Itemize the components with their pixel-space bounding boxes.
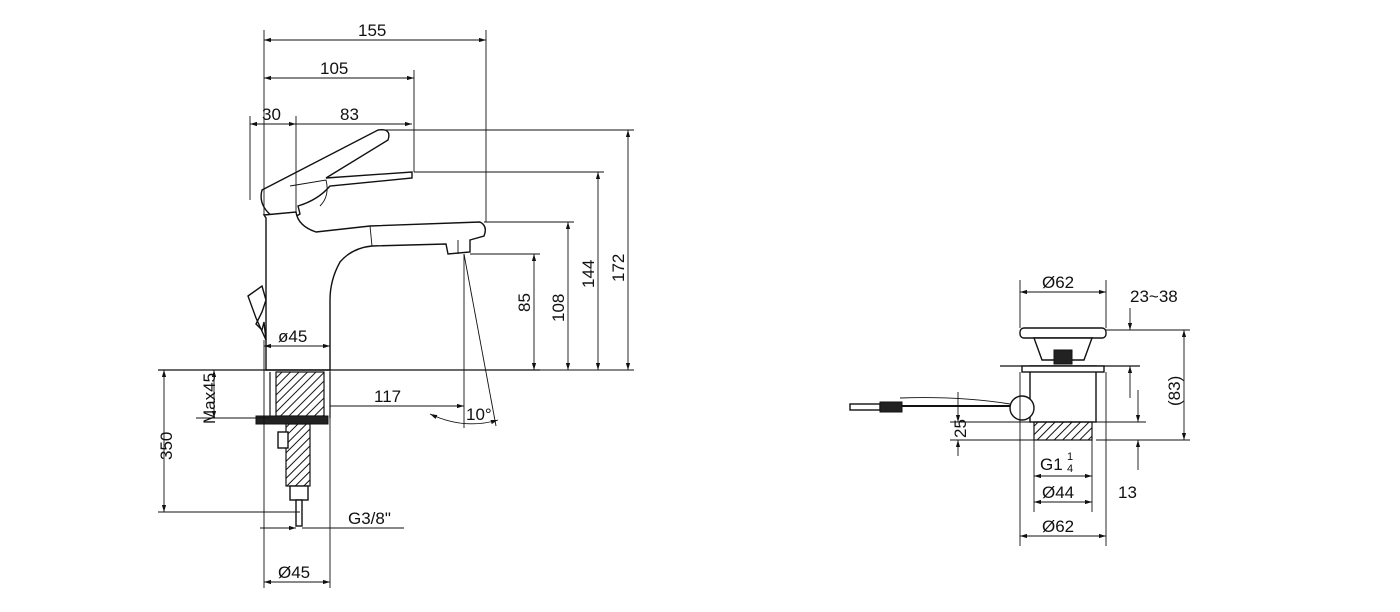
drain-dim-25: 25 <box>951 419 970 438</box>
faucet-body <box>262 211 487 371</box>
faucet-drawing: 155 105 30 83 172 144 108 85 ø45 <box>157 21 634 588</box>
faucet-handle <box>260 129 413 220</box>
drain-dim-mid-dia: Ø44 <box>1042 483 1074 502</box>
drain-dim-range: 23~38 <box>1130 287 1178 306</box>
dim-117: 117 <box>374 387 401 406</box>
dim-max45: Max45 <box>200 373 219 424</box>
drain-dim-top-dia: Ø62 <box>1042 273 1074 292</box>
drain-dim-thread-main: G1 <box>1040 455 1063 474</box>
dim-bottom-dia: Ø45 <box>278 563 310 582</box>
drain-dim-bottom-dia: Ø62 <box>1042 517 1074 536</box>
faucet-shank <box>275 371 325 417</box>
faucet-side-lever <box>247 284 267 341</box>
drain-dim-13: 13 <box>1118 483 1137 502</box>
dim-swivel-angle: 10° <box>466 405 492 424</box>
drain-dim-thread-num: 1 <box>1067 451 1073 463</box>
dim-155: 155 <box>358 21 386 40</box>
dim-thread: G3/8" <box>348 509 391 528</box>
drain-rod-knob <box>849 403 881 411</box>
drain-dim-thread-den: 4 <box>1067 463 1073 475</box>
dim-350: 350 <box>157 432 176 460</box>
dim-85: 85 <box>515 293 534 312</box>
drain-thread <box>1033 421 1093 441</box>
dim-108: 108 <box>549 294 568 322</box>
faucet-hose <box>285 423 311 487</box>
drain-body <box>1029 365 1097 423</box>
faucet-nut-plate <box>255 415 329 425</box>
dim-172: 172 <box>609 254 628 282</box>
dim-83: 83 <box>340 105 359 124</box>
drain-drawing: Ø62 23~38 (83) 25 G1 1 4 Ø44 13 <box>849 273 1190 546</box>
drain-rod-joint <box>1009 395 1035 421</box>
drain-dim-83: (83) <box>1165 376 1184 406</box>
dim-base-dia: ø45 <box>278 327 307 346</box>
dim-144: 144 <box>579 260 598 288</box>
drain-cap <box>1019 327 1107 339</box>
dim-105: 105 <box>320 59 348 78</box>
dim-30: 30 <box>262 105 281 124</box>
